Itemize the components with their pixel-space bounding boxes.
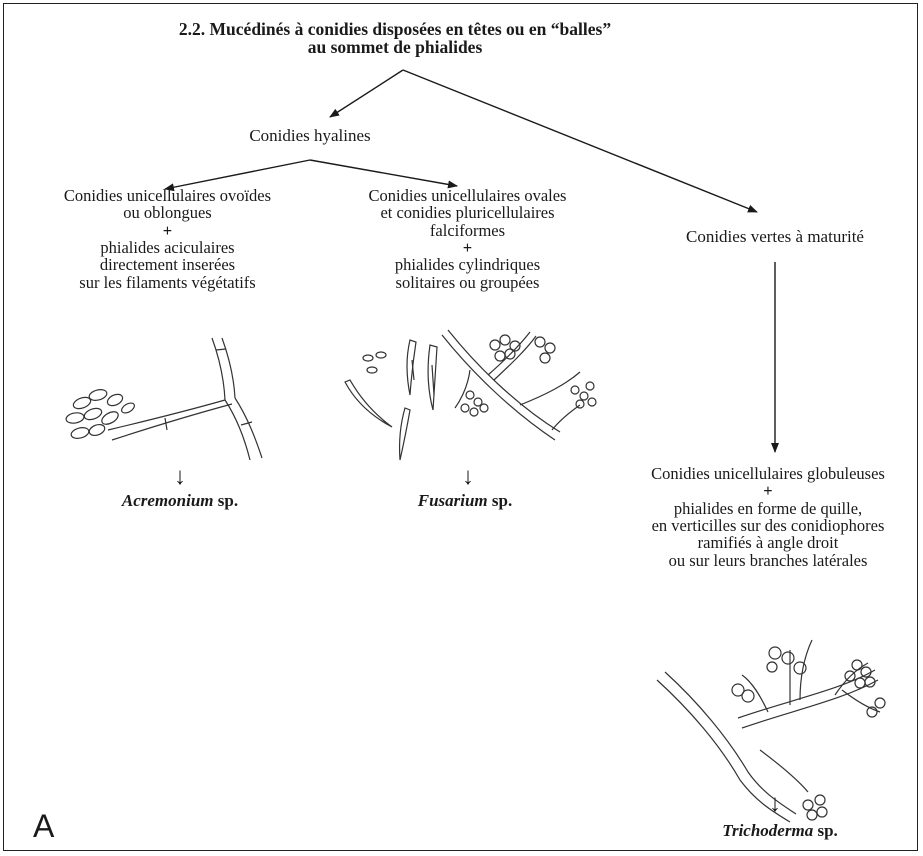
acremonium-genus-suffix: sp.	[213, 491, 239, 510]
fusarium-down-arrow: ↓	[462, 464, 474, 490]
fusarium-line-3: falciformes	[429, 220, 506, 240]
arrow-hyalines-to-fusarium	[309, 159, 458, 189]
acremonium-plus: +	[162, 220, 173, 240]
acremonium-down-arrow: ↓	[174, 464, 186, 490]
trichoderma-line-1: Conidies unicellulaires globuleuses	[651, 464, 885, 483]
acremonium-line-6: sur les filaments végétatifs	[79, 272, 256, 292]
fusarium-line-1: Conidies unicellulaires ovales	[368, 186, 567, 205]
trichoderma-plus: +	[763, 481, 773, 501]
fusarium-genus-suffix: sp.	[487, 491, 513, 510]
acremonium-line-4: phialides aciculaires	[100, 237, 235, 257]
acremonium-line-2: ou oblongues	[123, 203, 212, 223]
trichoderma-line-6: ou sur leurs branches latérales	[668, 550, 868, 570]
fusarium-line-5: phialides cylindriques	[394, 255, 541, 275]
figure-frame	[3, 3, 918, 851]
hyalines-node: Conidies hyalines	[249, 126, 371, 145]
acremonium-description: Conidies unicellulaires ovoïdes ou oblon…	[5, 187, 330, 291]
trichoderma-line-3: phialides en forme de quille,	[673, 498, 863, 518]
fusarium-illustration	[344, 329, 597, 461]
title-line-2: au sommet de phialides	[307, 37, 483, 58]
fusarium-plus: +	[462, 237, 473, 257]
fusarium-genus-name: Fusarium	[417, 491, 488, 510]
fusarium-description: Conidies unicellulaires ovales et conidi…	[315, 187, 620, 291]
trichoderma-line-5: ramifiés à angle droit	[697, 533, 839, 553]
trichoderma-line-4: en verticilles sur des conidiophores	[651, 515, 885, 535]
fusarium-line-6: solitaires ou groupées	[395, 272, 540, 292]
trichoderma-genus-suffix: sp.	[813, 821, 838, 840]
trichoderma-down-arrow: ↓	[769, 791, 781, 817]
trichoderma-description: Conidies unicellulaires globuleuses + ph…	[598, 465, 923, 569]
trichoderma-genus-name: Trichoderma	[722, 821, 814, 840]
green-node: Conidies vertes à maturité	[686, 227, 864, 246]
acremonium-genus: Acremonium sp.	[80, 492, 280, 510]
fusarium-line-2: et conidies pluricellulaires	[380, 203, 555, 223]
acremonium-illustration	[65, 337, 263, 461]
acremonium-line-1: Conidies unicellulaires ovoïdes	[63, 186, 272, 205]
fusarium-genus: Fusarium sp.	[360, 492, 570, 510]
trichoderma-illustration	[656, 639, 886, 823]
arrow-title-to-green	[402, 69, 758, 213]
trichoderma-genus: Trichoderma sp.	[680, 822, 880, 840]
arrow-title-to-hyalines	[329, 69, 404, 118]
diagram-title: 2.2. Mucédinés à conidies disposées en t…	[150, 20, 640, 57]
title-line-1: 2.2. Mucédinés à conidies disposées en t…	[178, 19, 612, 39]
acremonium-line-5: directement inserées	[99, 255, 236, 275]
arrow-hyalines-to-acremonium	[164, 159, 311, 192]
panel-label: A	[33, 808, 55, 844]
acremonium-genus-name: Acremonium	[121, 491, 214, 510]
